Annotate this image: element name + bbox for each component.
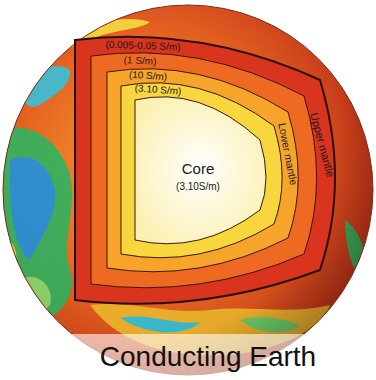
conductivity-value: (1 S/m) (123, 55, 156, 67)
conductivity-value: (3.10S/m) (176, 182, 220, 192)
layer-name: Core (182, 161, 215, 176)
caption: Conducting Earth (100, 343, 316, 371)
